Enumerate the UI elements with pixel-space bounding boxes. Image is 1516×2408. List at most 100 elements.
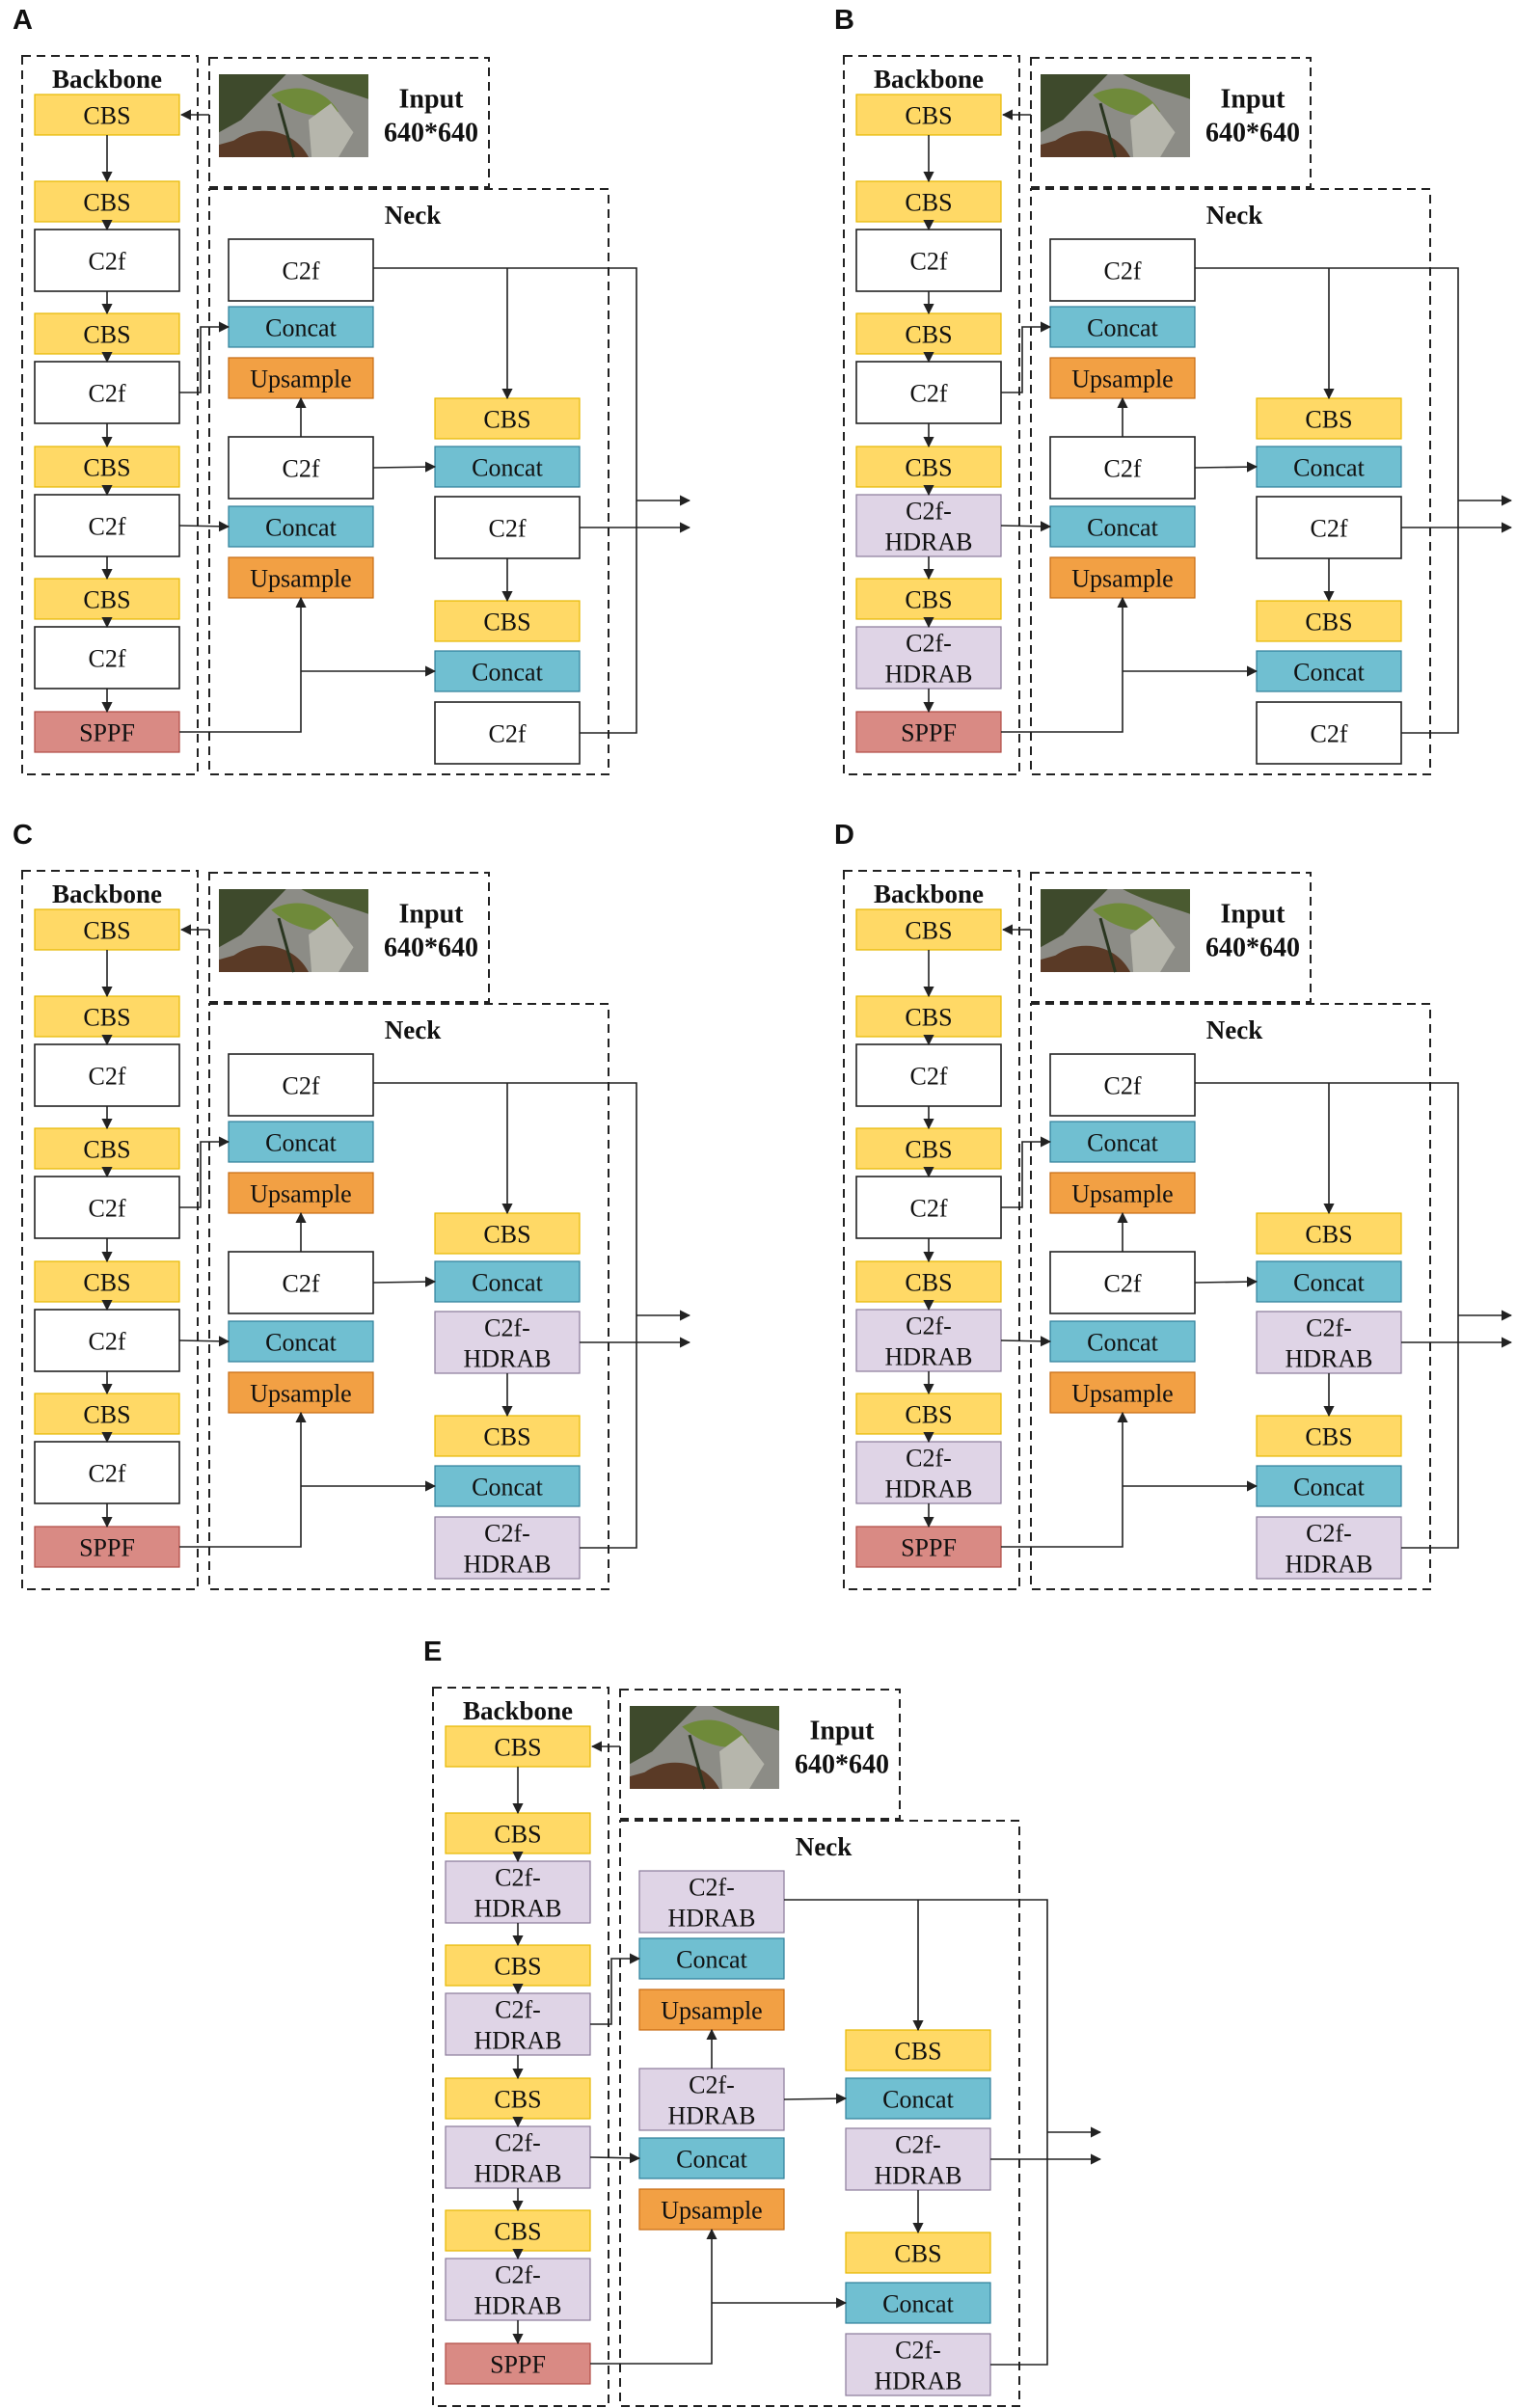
neck-right-cbs-1-label: CBS (483, 406, 530, 434)
neck-right-cbs-4: CBS (434, 600, 581, 642)
backbone-hdrab-9-label-1: C2f- (906, 1445, 952, 1473)
neck-left-hdrab-4-label-2: HDRAB (667, 2102, 755, 2130)
backbone-hdrab-7-box (855, 1309, 1002, 1372)
input-image (219, 889, 368, 973)
neck-left-upsample-6-label: Upsample (250, 565, 351, 593)
neck-left-upsample-3-label: Upsample (250, 365, 351, 393)
backbone-c2f-5-box (34, 1176, 180, 1239)
neck-right-concat-2-box (434, 1260, 581, 1303)
input-size-label: 640*640 (1205, 933, 1300, 963)
backbone-sppf-10: SPPF (34, 1526, 180, 1568)
neck-right-cbs-4: CBS (434, 1415, 581, 1457)
backbone-c2f-3: C2f (855, 1043, 1002, 1107)
neck-right-hdrab-3-label-2: HDRAB (1285, 1345, 1372, 1373)
backbone-cbs-1-label: CBS (905, 917, 952, 945)
neck-left-upsample-3: Upsample (228, 357, 374, 399)
backbone-sppf-10-label: SPPF (79, 719, 135, 747)
backbone-cbs-2: CBS (855, 180, 1002, 223)
backbone-cbs-4: CBS (445, 1944, 591, 1987)
input-label: Input (1221, 85, 1286, 115)
backbone-hdrab-7: C2f-HDRAB (445, 2125, 591, 2189)
neck-right-concat-5-label: Concat (472, 1474, 543, 1502)
neck-right-hdrab-3-box (1256, 1311, 1402, 1374)
backbone-hdrab-7-label-2: HDRAB (884, 528, 972, 556)
backbone-sppf-10-box (855, 1526, 1002, 1568)
neck-right-c2f-6-label: C2f (1311, 720, 1348, 748)
neck-right-hdrab-3-box (434, 1311, 581, 1374)
neck-right-hdrab-3: C2f-HDRAB (1256, 1311, 1402, 1374)
backbone-hdrab-7-label-2: HDRAB (884, 1343, 972, 1371)
backbone-cbs-8: CBS (34, 578, 180, 620)
neck-right-c2f-6-box (434, 701, 581, 765)
neck-right-concat-5-label: Concat (882, 2290, 954, 2318)
neck-right-cbs-4-label: CBS (1305, 1423, 1352, 1451)
neck-left-upsample-3: Upsample (1049, 1172, 1196, 1214)
neck-left-concat-5-label: Concat (676, 2146, 747, 2174)
backbone-c2f-3-box (34, 1043, 180, 1107)
neck-right-cbs-4-label: CBS (894, 2240, 941, 2268)
neck-mid-arrow (1194, 461, 1259, 473)
input-image (1041, 74, 1190, 158)
neck-left-upsample-6-box (1049, 556, 1196, 599)
neck-left-concat-5-box (1049, 1320, 1196, 1363)
backbone-cbs-6-label: CBS (83, 1269, 130, 1297)
neck-right-concat-2-label: Concat (882, 2086, 954, 2114)
neck-right-cbs-1: CBS (1256, 397, 1402, 440)
neck-right-cbs-1-label: CBS (1305, 406, 1352, 434)
neck-right-cbs-4: CBS (845, 2232, 991, 2274)
skip-arrow-1 (1001, 321, 1052, 393)
neck-left-concat-2-label: Concat (1087, 1129, 1158, 1157)
backbone-cbs-1-label: CBS (494, 1734, 541, 1762)
neck-left-hdrab-1: C2f-HDRAB (638, 1870, 785, 1934)
backbone-cbs-6-label: CBS (494, 2086, 541, 2114)
neck-right-hdrab-3-label-1: C2f- (895, 2131, 941, 2159)
backbone-cbs-8: CBS (855, 578, 1002, 620)
neck-left-c2f-1-box (1049, 1053, 1196, 1117)
panel-e: EBackboneInput640*640NeckCBSCBSC2f-HDRAB… (423, 1637, 1102, 2407)
neck-right-hdrab-6: C2f-HDRAB (845, 2333, 991, 2396)
neck-left-c2f-4: C2f (1049, 1251, 1196, 1314)
backbone-hdrab-9: C2f-HDRAB (445, 2258, 591, 2321)
backbone-c2f-7: C2f (34, 1309, 180, 1372)
backbone-frame (21, 870, 199, 1590)
neck-left-upsample-3-box (228, 1172, 374, 1214)
neck-right-concat-5-label: Concat (1293, 1474, 1365, 1502)
backbone-frame (843, 870, 1020, 1590)
neck-right-concat-5: Concat (434, 650, 581, 692)
neck-left-concat-5-box (638, 2137, 785, 2179)
backbone-cbs-8-box (855, 578, 1002, 620)
neck-right-hdrab-6-label-1: C2f- (484, 1520, 530, 1548)
backbone-cbs-2: CBS (34, 180, 180, 223)
neck-left-concat-2: Concat (638, 1937, 785, 1980)
backbone-hdrab-7: C2f-HDRAB (855, 1309, 1002, 1372)
backbone-cbs-1-box (445, 1725, 591, 1768)
panel-a-letter: A (13, 5, 33, 36)
neck-left-upsample-3-label: Upsample (1071, 365, 1173, 393)
neck-right-c2f-3: C2f (1256, 496, 1402, 559)
backbone-cbs-6: CBS (34, 1260, 180, 1303)
neck-left-c2f-1-box (1049, 238, 1196, 302)
neck-left-c2f-4: C2f (228, 1251, 374, 1314)
backbone-c2f-7: C2f (34, 494, 180, 557)
neck-left-c2f-4: C2f (228, 436, 374, 500)
backbone-sppf-10: SPPF (445, 2342, 591, 2385)
neck-right-concat-2-box (434, 446, 581, 488)
backbone-cbs-6: CBS (855, 1260, 1002, 1303)
neck-mid-arrow (783, 2093, 848, 2104)
backbone-hdrab-7-label-1: C2f- (495, 2129, 541, 2157)
neck-left-upsample-3: Upsample (1049, 357, 1196, 399)
backbone-cbs-4: CBS (855, 1127, 1002, 1170)
neck-right-concat-2-label: Concat (472, 454, 543, 482)
skip-arrow-2 (1000, 521, 1052, 532)
neck-right-cbs-4-box (845, 2232, 991, 2274)
neck-right-concat-5: Concat (434, 1465, 581, 1507)
backbone-sppf-10-label: SPPF (901, 719, 957, 747)
neck-left-concat-5: Concat (228, 505, 374, 548)
backbone-cbs-4-label: CBS (494, 1953, 541, 1981)
neck-right-concat-2: Concat (434, 1260, 581, 1303)
backbone-c2f-3-box (855, 1043, 1002, 1107)
backbone-cbs-4: CBS (34, 1127, 180, 1170)
backbone-cbs-4-label: CBS (83, 321, 130, 349)
neck-left-upsample-6-label: Upsample (1071, 1380, 1173, 1408)
backbone-cbs-1-box (855, 908, 1002, 951)
